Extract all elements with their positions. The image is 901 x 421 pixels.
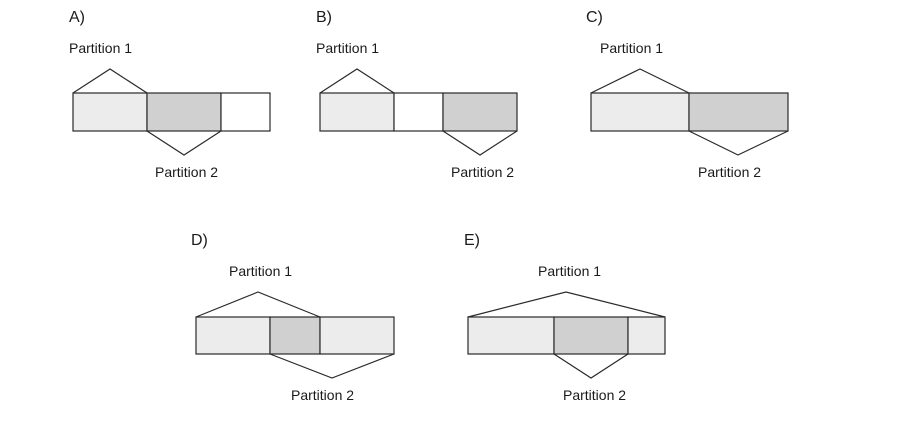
panel-a-partition-2-bracket — [146, 130, 222, 156]
panel-a-partition-2-label: Partition 2 — [155, 164, 218, 180]
panel-e-segment-1 — [467, 316, 555, 355]
panel-b-segment-1 — [319, 92, 395, 132]
panel-d-partition-2-bracket — [269, 353, 395, 379]
panel-b: B) Partition 1 Partition 2 — [316, 9, 518, 180]
panel-c-partition-2-label: Partition 2 — [698, 164, 761, 180]
panel-e-letter: E) — [464, 232, 480, 249]
panel-e-partition-1-bracket — [467, 291, 666, 318]
panel-c-segment-2 — [688, 92, 789, 132]
panel-c-partition-1-bracket — [590, 68, 690, 94]
panel-d-partition-1-bracket — [195, 291, 321, 318]
panel-d-segment-3 — [319, 316, 395, 355]
panel-e-segment-3 — [627, 316, 666, 355]
panel-b-segment-2 — [393, 92, 444, 132]
panel-d: D) Partition 1 Partition 2 — [191, 232, 395, 403]
panel-b-partition-2-label: Partition 2 — [451, 164, 514, 180]
panel-e-partition-2-bracket — [553, 353, 629, 379]
panel-a-segment-3 — [220, 92, 271, 132]
panel-a-letter: A) — [69, 9, 85, 26]
panel-b-letter: B) — [316, 9, 332, 26]
panel-a-segment-1 — [72, 92, 148, 132]
panel-b-partition-1-bracket — [319, 68, 395, 94]
panel-d-segment-2 — [269, 316, 321, 355]
panel-c-partition-1-label: Partition 1 — [600, 40, 663, 56]
panel-d-partition-1-label: Partition 1 — [229, 263, 292, 279]
panel-c: C) Partition 1 Partition 2 — [586, 9, 789, 180]
panel-e-segment-2 — [553, 316, 629, 355]
panel-c-letter: C) — [586, 9, 603, 26]
panel-a-partition-1-bracket — [72, 68, 148, 94]
panel-c-partition-2-bracket — [688, 130, 789, 156]
panel-a: A) Partition 1 Partition 2 — [69, 9, 271, 180]
panel-b-segment-3 — [442, 92, 518, 132]
panel-c-segment-1 — [590, 92, 690, 132]
panel-b-partition-2-bracket — [442, 130, 518, 156]
panel-a-segment-2 — [146, 92, 222, 132]
panel-d-segment-1 — [195, 316, 271, 355]
panel-e-partition-2-label: Partition 2 — [563, 387, 626, 403]
panel-b-partition-1-label: Partition 1 — [316, 40, 379, 56]
panel-d-letter: D) — [191, 232, 208, 249]
panel-a-partition-1-label: Partition 1 — [69, 40, 132, 56]
panel-e-partition-1-label: Partition 1 — [538, 263, 601, 279]
panel-d-partition-2-label: Partition 2 — [291, 387, 354, 403]
panel-e: E) Partition 1 Partition 2 — [464, 232, 666, 403]
